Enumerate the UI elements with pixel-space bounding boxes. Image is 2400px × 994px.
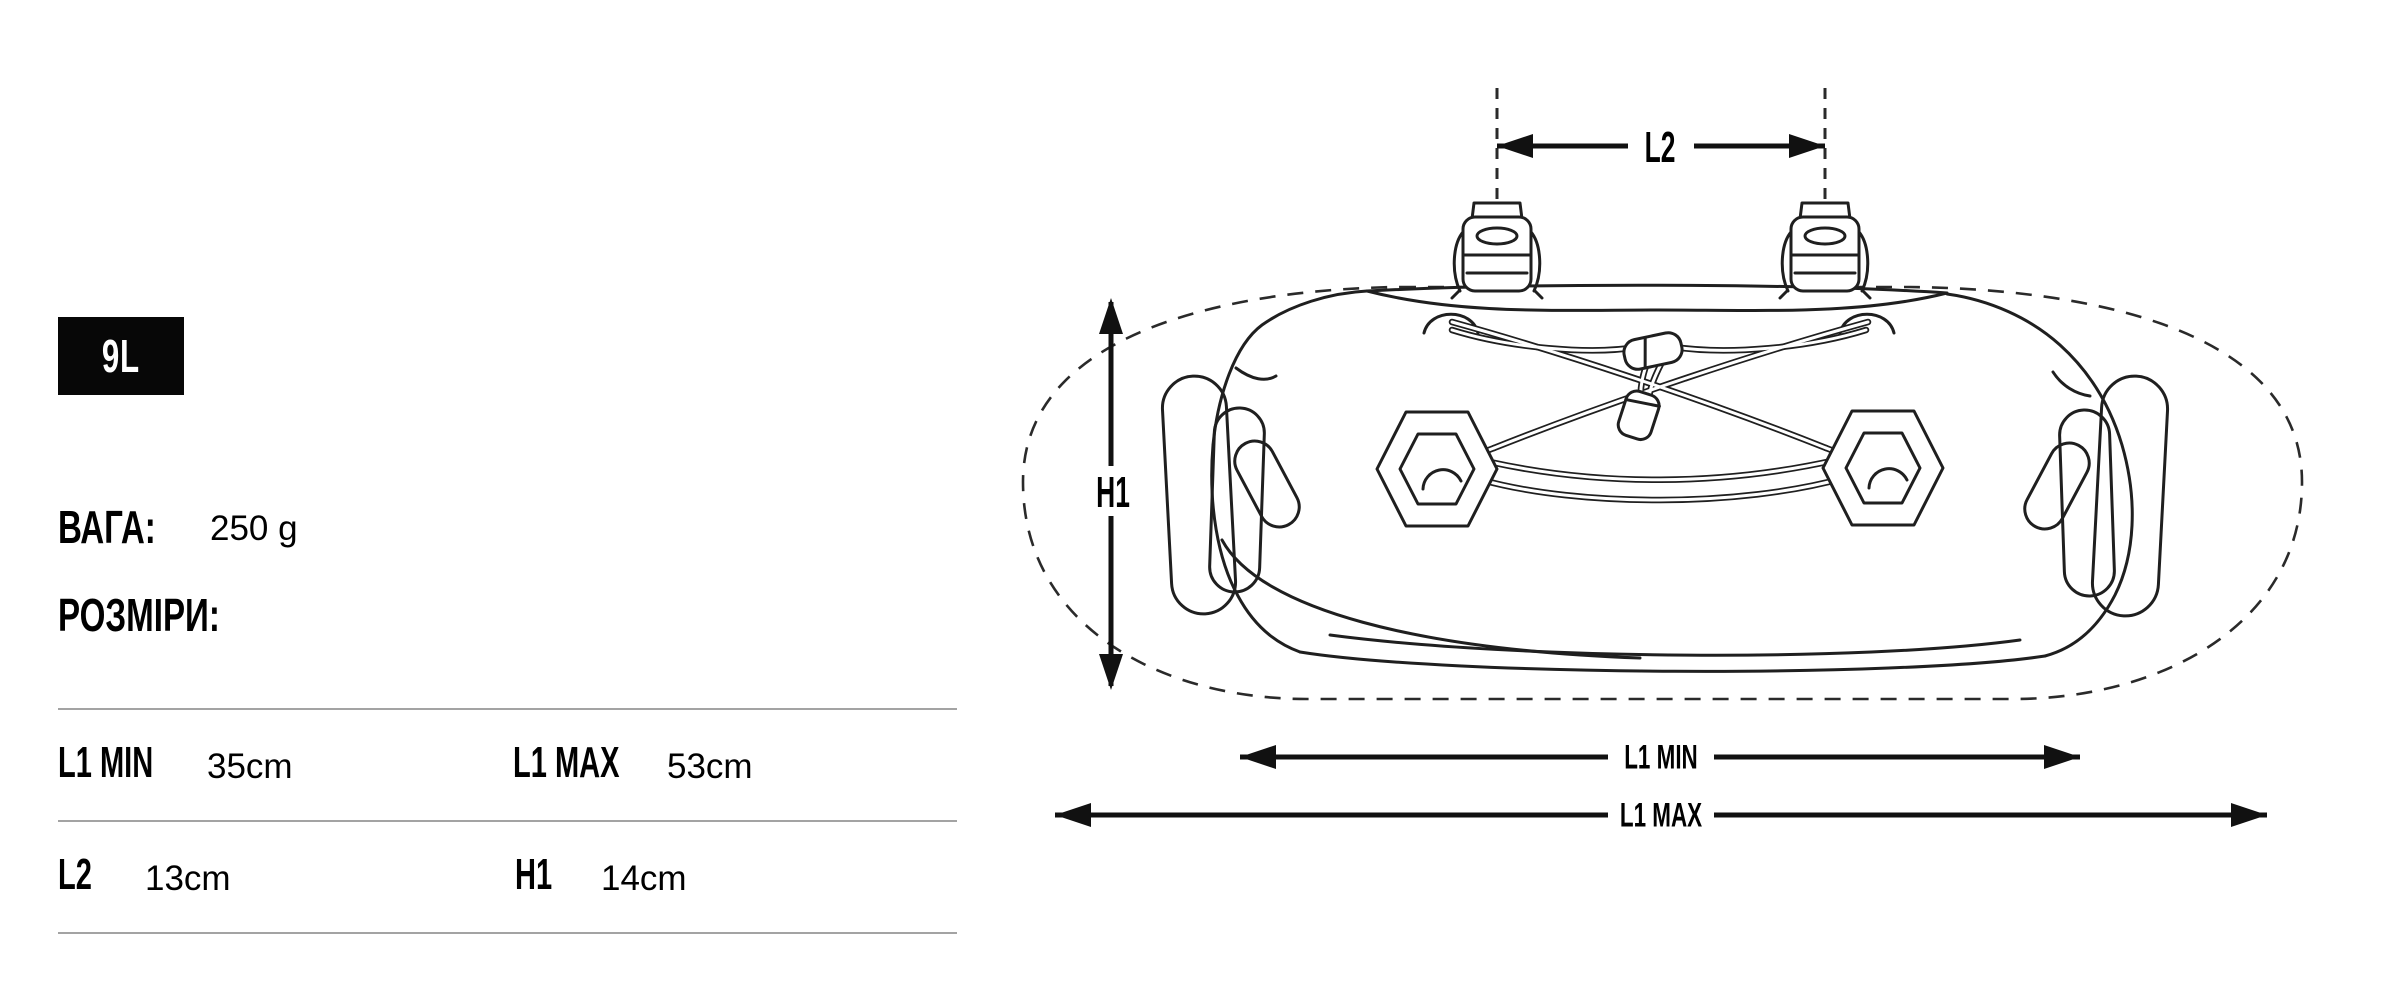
weight-label: ВАГА:: [58, 501, 156, 553]
table-rule-bottom: [58, 932, 957, 934]
bag-right-shoulder: [1945, 292, 2134, 658]
weight-value: 250 g: [210, 509, 298, 548]
table-cell-label-l1min: L1 MIN: [58, 738, 154, 787]
h1-dimension-arrow: H1: [1096, 298, 1130, 690]
table-cell-label-l1max: L1 MAX: [513, 738, 620, 787]
left-strap-clip: [1450, 201, 1544, 300]
bag-left-fold-curl: [1234, 366, 1278, 381]
left-end-cap: [1160, 374, 1301, 616]
right-strap-clip: [1778, 201, 1872, 300]
bag-left-sweep-seam: [1220, 538, 1642, 660]
table-rule-top: [58, 708, 957, 710]
left-hex-lash-ring: [1375, 410, 1499, 528]
table-cell-value-l1max: 53cm: [667, 747, 753, 786]
table-cell-label-l2: L2: [58, 850, 92, 899]
l1-min-dimension-label: L1 MIN: [1624, 739, 1698, 777]
right-end-cap: [2023, 374, 2170, 618]
l2-dimension-label: L2: [1645, 122, 1676, 172]
cord-lock: [1622, 331, 1684, 371]
l1-min-dimension-arrow: L1 MIN: [1240, 739, 2080, 777]
table-rule-middle: [58, 820, 957, 822]
table-cell-value-h1: 14cm: [601, 859, 687, 898]
bag-bottom-outer: [1298, 650, 2047, 673]
l1-max-dimension-label: L1 MAX: [1620, 797, 1702, 835]
bag-bottom-inner-seam: [1328, 633, 2022, 657]
volume-badge-label: 9L: [102, 330, 140, 382]
dimensions-heading: РОЗМІРИ:: [58, 589, 220, 641]
bag-left-shoulder: [1210, 289, 1369, 654]
h1-dimension-label: H1: [1096, 467, 1130, 517]
l2-dimension-arrow: L2: [1497, 122, 1825, 172]
table-cell-value-l2: 13cm: [145, 859, 231, 898]
right-hex-lash-ring: [1821, 409, 1945, 527]
bag-max-extension-dashed-outline: [1021, 285, 2304, 701]
l1-max-dimension-arrow: L1 MAX: [1055, 797, 2267, 835]
cord-toggle: [1616, 389, 1661, 442]
table-cell-value-l1min: 35cm: [207, 747, 293, 786]
table-cell-label-h1: H1: [515, 850, 553, 899]
volume-badge: 9L: [58, 317, 184, 395]
bag-right-fold-curl: [2051, 370, 2092, 398]
